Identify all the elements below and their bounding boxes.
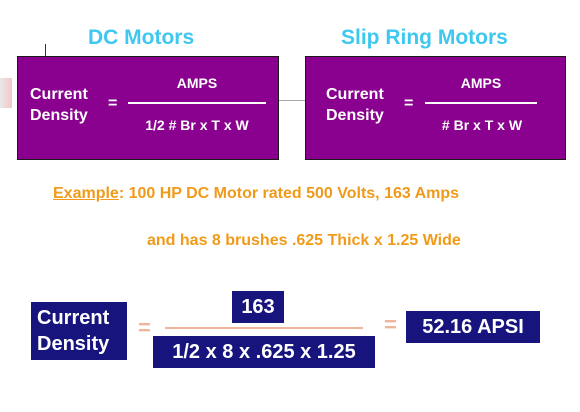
dc-numerator: AMPS [176,75,218,91]
slip-fraction-bar [425,102,537,104]
dc-fraction-bar [128,102,266,104]
example-line-1-text: : 100 HP DC Motor rated 500 Volts, 163 A… [118,185,460,202]
example-line-1: Example: 100 HP DC Motor rated 500 Volts… [53,185,459,203]
dc-formula-box: Current Density = AMPS 1/2 # Br x T x W [17,56,279,160]
slip-equals-sign: = [404,95,414,112]
heading-dc-motors: DC Motors [88,26,195,49]
slip-numerator: AMPS [460,75,502,91]
calc-result-box: 52.16 APSI [406,311,540,343]
calc-label-current: Current [37,307,110,329]
calc-fraction-bar [165,327,363,329]
slip-label-current: Current [326,86,384,103]
dc-label-current: Current [30,86,88,103]
slip-denominator: # Br x T x W [441,117,523,133]
calc-equals-right: = [384,312,397,337]
dc-equals-sign: = [108,95,118,112]
example-word: Example [53,185,119,202]
example-line-2: and has 8 brushes .625 Thick x 1.25 Wide [147,232,461,249]
divider-vertical [45,44,46,60]
calc-equals-left: = [138,315,151,340]
slip-label-density: Density [326,107,384,124]
calc-numerator-box: 163 [232,291,284,323]
dc-denominator: 1/2 # Br x T x W [145,117,249,133]
calc-denominator-box: 1/2 x 8 x .625 x 1.25 [153,336,375,368]
slip-ring-formula-box: Current Density = AMPS # Br x T x W [305,56,566,160]
calc-label-density: Density [37,333,110,355]
edge-accent [0,78,12,108]
calc-label-box: Current Density [31,302,127,360]
heading-slip-ring-motors: Slip Ring Motors [341,26,508,49]
connector-line [278,100,310,101]
dc-label-density: Density [30,107,88,124]
